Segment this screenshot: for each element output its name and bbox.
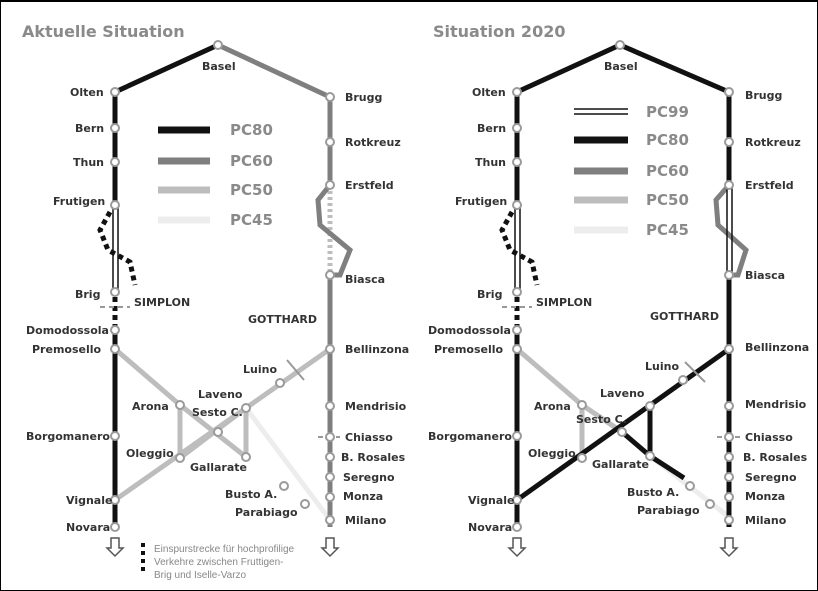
arrows-left	[105, 537, 340, 558]
svg-text:Vignale: Vignale	[66, 494, 112, 507]
svg-text:Vignale: Vignale	[468, 494, 514, 507]
svg-text:Thun: Thun	[73, 156, 104, 169]
svg-text:Rotkreuz: Rotkreuz	[745, 136, 801, 149]
svg-text:Frutigen: Frutigen	[53, 195, 105, 208]
legend-right: PC99 PC80 PC60 PC50 PC45	[574, 103, 689, 239]
station-labels-right: Basel Olten Bern Thun Frutigen Brig SIMP…	[428, 60, 809, 534]
svg-text:Parabiago: Parabiago	[235, 506, 298, 519]
legend-item: PC60	[646, 162, 689, 180]
line-gallarate-milano	[244, 406, 332, 522]
svg-text:Oleggio: Oleggio	[528, 447, 576, 460]
svg-text:Verkehre zwischen Fruttigen-: Verkehre zwischen Fruttigen-	[154, 557, 284, 568]
svg-text:Milano: Milano	[745, 514, 787, 527]
svg-text:Mendrisio: Mendrisio	[745, 398, 807, 411]
svg-text:Brig und Iselle-Varzo: Brig und Iselle-Varzo	[154, 570, 247, 581]
svg-text:Einspurstrecke für hochprofili: Einspurstrecke für hochprofilige	[154, 544, 295, 555]
right-title: Situation 2020	[433, 22, 565, 41]
svg-text:Arona: Arona	[534, 400, 571, 413]
svg-text:Mendrisio: Mendrisio	[345, 400, 407, 413]
svg-text:Biasca: Biasca	[745, 269, 785, 282]
svg-text:Domodossola: Domodossola	[428, 324, 511, 337]
svg-text:Parabiago: Parabiago	[637, 504, 700, 517]
legend-left: PC80 PC60 PC50 PC45	[158, 121, 273, 229]
legend-item: PC99	[646, 103, 689, 121]
svg-text:Seregno: Seregno	[745, 471, 797, 484]
svg-text:SIMPLON: SIMPLON	[134, 296, 190, 309]
svg-text:Busto A.: Busto A.	[225, 488, 277, 501]
svg-text:Brig: Brig	[75, 288, 100, 301]
svg-text:Milano: Milano	[345, 514, 387, 527]
pc80-lines	[112, 42, 220, 527]
svg-text:Borgomanero: Borgomanero	[26, 430, 110, 443]
legend-item: PC50	[230, 181, 273, 199]
right-panel: Situation 2020	[428, 22, 809, 558]
svg-text:Olten: Olten	[472, 86, 506, 99]
svg-text:Biasca: Biasca	[345, 273, 385, 286]
svg-text:Borgomanero: Borgomanero	[428, 430, 512, 443]
svg-text:Monza: Monza	[745, 490, 785, 503]
single-track-lines-2020	[499, 210, 540, 330]
svg-text:Premosello: Premosello	[434, 343, 504, 356]
svg-text:Seregno: Seregno	[343, 471, 395, 484]
svg-text:Novara: Novara	[468, 521, 512, 534]
loetschberg-line	[112, 205, 119, 292]
legend-item: PC80	[646, 131, 689, 149]
single-track-lines	[97, 210, 138, 330]
svg-text:Erstfeld: Erstfeld	[745, 179, 794, 192]
svg-text:GOTTHARD: GOTTHARD	[650, 310, 719, 323]
svg-text:Monza: Monza	[343, 490, 383, 503]
svg-text:Bellinzona: Bellinzona	[745, 341, 809, 354]
svg-text:Thun: Thun	[475, 156, 506, 169]
svg-text:Olten: Olten	[70, 86, 104, 99]
svg-text:B. Rosales: B. Rosales	[341, 451, 406, 464]
legend-item: PC50	[646, 191, 689, 209]
nodes-left	[110, 40, 335, 532]
svg-text:Arona: Arona	[132, 400, 169, 413]
left-panel: Aktuelle Situation	[22, 22, 409, 581]
svg-text:Chiasso: Chiasso	[345, 431, 393, 444]
left-title: Aktuelle Situation	[22, 22, 185, 41]
svg-text:Erstfeld: Erstfeld	[345, 179, 394, 192]
single-track-note: Einspurstrecke für hochprofilige Verkehr…	[141, 543, 295, 581]
svg-text:Sesto C.: Sesto C.	[192, 406, 243, 419]
legend-item: PC60	[230, 152, 273, 170]
svg-text:Luino: Luino	[645, 360, 679, 373]
svg-text:Gallarate: Gallarate	[190, 461, 247, 474]
svg-text:Gallarate: Gallarate	[592, 458, 649, 471]
svg-text:Laveno: Laveno	[600, 387, 645, 400]
svg-text:Brugg: Brugg	[745, 89, 782, 102]
svg-text:Busto A.: Busto A.	[627, 486, 679, 499]
pc60-lines-2020	[713, 183, 749, 278]
svg-text:Brig: Brig	[477, 288, 502, 301]
svg-text:Basel: Basel	[202, 60, 236, 73]
svg-text:B. Rosales: B. Rosales	[743, 451, 808, 464]
svg-text:Frutigen: Frutigen	[455, 195, 507, 208]
svg-text:SIMPLON: SIMPLON	[536, 296, 592, 309]
nodes-right	[512, 40, 734, 532]
svg-text:Laveno: Laveno	[198, 388, 243, 401]
legend-item: PC45	[230, 211, 273, 229]
svg-text:Rotkreuz: Rotkreuz	[345, 136, 401, 149]
svg-text:Basel: Basel	[604, 60, 638, 73]
legend-item: PC80	[230, 121, 273, 139]
svg-text:Bellinzona: Bellinzona	[345, 343, 409, 356]
svg-text:Oleggio: Oleggio	[126, 447, 174, 460]
station-labels-left: Basel Olten Bern Thun Frutigen Brig SIMP…	[26, 60, 409, 534]
pc99-lines-2020	[514, 185, 733, 292]
svg-text:Bern: Bern	[75, 122, 104, 135]
svg-text:Chiasso: Chiasso	[745, 431, 793, 444]
svg-text:Premosello: Premosello	[32, 343, 102, 356]
svg-text:Brugg: Brugg	[345, 91, 382, 104]
arrows-right	[507, 537, 739, 558]
legend-item: PC45	[646, 221, 689, 239]
svg-text:Novara: Novara	[66, 521, 110, 534]
svg-text:Domodossola: Domodossola	[26, 324, 109, 337]
svg-text:Luino: Luino	[243, 363, 277, 376]
svg-text:GOTTHARD: GOTTHARD	[248, 313, 317, 326]
svg-text:Sesto C.: Sesto C.	[576, 413, 627, 426]
svg-text:Bern: Bern	[477, 122, 506, 135]
